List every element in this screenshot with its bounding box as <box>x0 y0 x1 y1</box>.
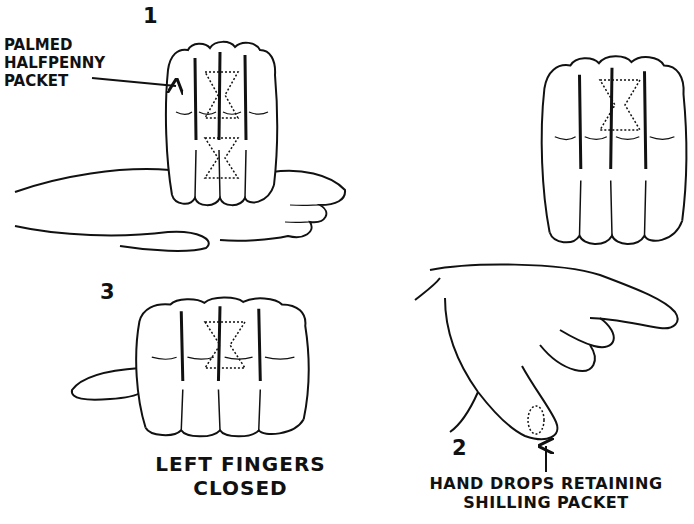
callout-label: PALMED HALFPENNY PACKET <box>4 36 104 90</box>
fist <box>542 56 687 244</box>
coin-packet <box>205 72 238 178</box>
figure-number: 3 <box>100 280 130 305</box>
leader-line <box>545 446 547 472</box>
caption-label: HAND DROPS RETAINING SHILLING PACKET <box>400 474 692 512</box>
closed-fist <box>72 298 309 437</box>
figure-number: 2 <box>452 436 482 461</box>
coin-packet <box>528 406 544 434</box>
fist <box>166 42 277 205</box>
caption-label: LEFT FINGERS CLOSED <box>128 452 353 500</box>
leader-line <box>92 78 176 86</box>
coin-packet <box>600 80 640 130</box>
dropping-hand <box>415 265 678 440</box>
figure-number: 1 <box>143 4 173 29</box>
